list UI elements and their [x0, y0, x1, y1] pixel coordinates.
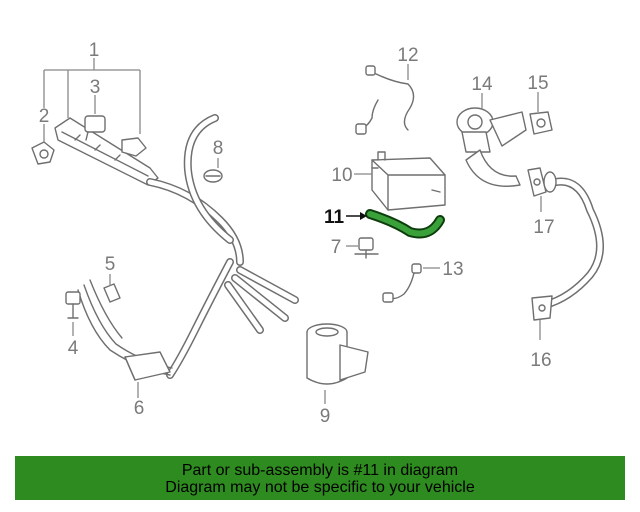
- gasket-17[interactable]: [527, 167, 547, 197]
- callout-15: 15: [527, 73, 548, 94]
- bracket-assembly[interactable]: [31, 115, 159, 186]
- fuel-lines: [77, 114, 299, 379]
- arrow-11: [346, 212, 367, 220]
- callout-13: 13: [442, 259, 463, 280]
- parts-diagram: 1 2 3 4 5 6 7 8 9 10 11 12 13 14 15 16 1…: [31, 40, 604, 427]
- sensor-13[interactable]: [382, 263, 422, 303]
- callout-6: 6: [134, 398, 145, 419]
- part-6[interactable]: [124, 351, 171, 381]
- sensor-2[interactable]: [31, 141, 55, 165]
- callout-11: 11: [324, 207, 345, 228]
- gasket-15[interactable]: [529, 111, 553, 135]
- callout-7: 7: [331, 237, 342, 258]
- valve-4[interactable]: [65, 291, 81, 319]
- info-banner: Part or sub-assembly is #11 in diagram D…: [15, 456, 625, 500]
- egr-valve-14[interactable]: [456, 107, 527, 187]
- banner-line-disclaimer: Diagram may not be specific to your vehi…: [165, 479, 475, 496]
- callout-14: 14: [471, 74, 493, 95]
- callout-9: 9: [320, 406, 331, 427]
- banner-line-part: Part or sub-assembly is #11 in diagram: [181, 462, 459, 479]
- callout-5: 5: [105, 254, 116, 275]
- callout-8: 8: [213, 138, 224, 159]
- hose-11-highlighted[interactable]: [365, 209, 445, 239]
- callout-16: 16: [530, 350, 551, 371]
- sensor-3[interactable]: [84, 115, 106, 141]
- callout-12: 12: [397, 45, 418, 66]
- valve-7[interactable]: [354, 237, 379, 259]
- leader-lines: [43, 58, 542, 404]
- callout-3: 3: [90, 77, 101, 98]
- hose-clip-8[interactable]: [203, 169, 223, 183]
- callout-2: 2: [39, 106, 50, 127]
- pump-9[interactable]: [306, 323, 369, 385]
- egr-pipe-16[interactable]: [531, 171, 604, 321]
- canister-10[interactable]: [371, 151, 446, 211]
- callout-17: 17: [533, 217, 554, 238]
- clip-5[interactable]: [103, 283, 121, 303]
- callout-1: 1: [89, 40, 100, 61]
- callout-10: 10: [331, 165, 352, 186]
- sensor-12[interactable]: [355, 65, 415, 135]
- callout-4: 4: [68, 338, 79, 359]
- callout-labels: 1 2 3 4 5 6 7 8 9 10 11 12 13 14 15 16 1…: [39, 40, 555, 427]
